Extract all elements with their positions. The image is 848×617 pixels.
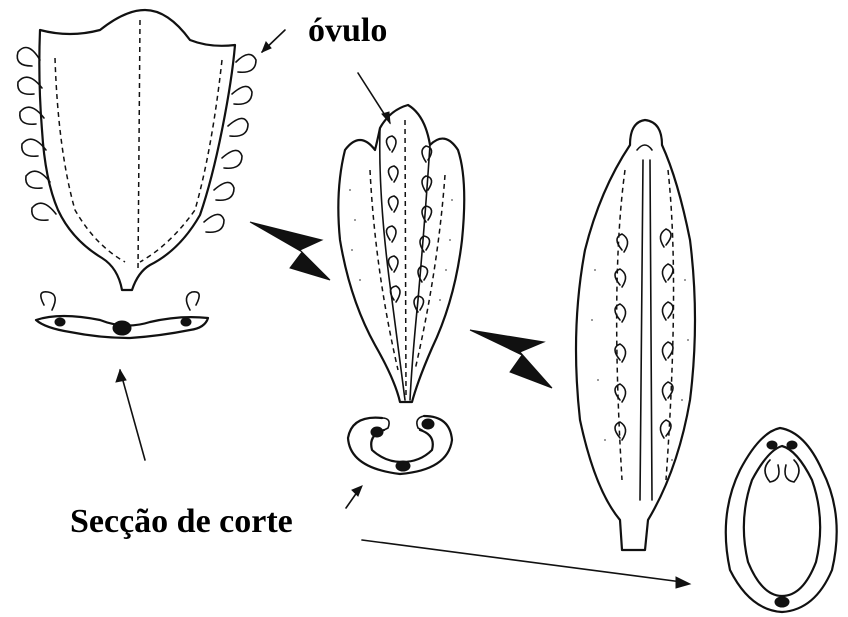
open-leaf-cross-section xyxy=(36,292,208,460)
folding-carpel-cross-section xyxy=(346,416,452,508)
transition-arrow-2 xyxy=(470,330,552,388)
closed-carpel xyxy=(576,120,695,550)
ovule-arrow xyxy=(262,30,285,52)
transition-arrow-1 xyxy=(250,222,330,280)
closed-carpel-cross-section xyxy=(362,428,837,612)
ovule-label: óvulo xyxy=(308,12,387,50)
folding-carpel xyxy=(338,73,464,402)
ovule-loops-left xyxy=(17,48,56,221)
open-carpel-leaf xyxy=(17,10,285,290)
ovule-loops-closed xyxy=(615,229,673,440)
section-label: Secção de corte xyxy=(70,503,293,541)
